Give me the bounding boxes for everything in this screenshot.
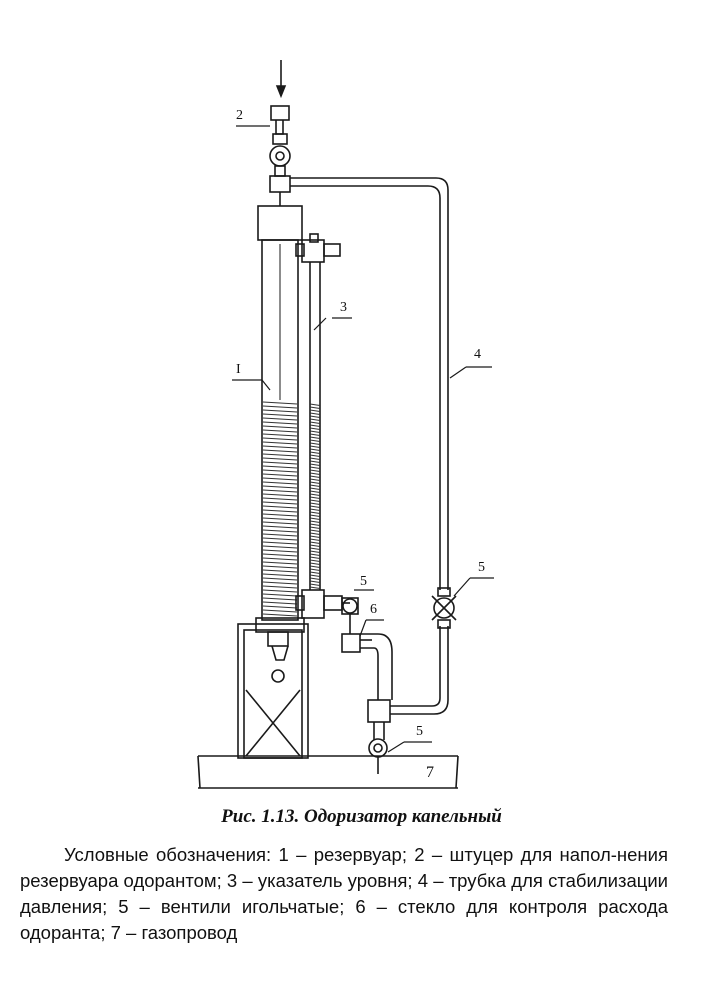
filling-fitting	[269, 105, 291, 206]
needle-valve-tube	[431, 587, 457, 629]
label-6: 6	[370, 602, 377, 617]
inlet-arrow-icon	[275, 60, 287, 99]
needle-valve-upper	[341, 597, 359, 634]
level-indicator	[295, 233, 350, 619]
sight-glass	[341, 633, 393, 700]
label-5-indicator: 5	[360, 574, 367, 589]
label-2: 2	[236, 108, 243, 123]
gas-pipeline	[197, 755, 459, 789]
figure-caption: Рис. 1.13. Одоризатор капельный	[221, 806, 502, 827]
label-5-tube: 5	[478, 560, 485, 575]
support-stand	[237, 623, 309, 759]
figure-legend: Условные обозначения: 1 – резервуар; 2 –…	[20, 844, 668, 943]
label-7: 7	[426, 764, 434, 781]
label-3: 3	[340, 300, 347, 315]
label-5-outlet: 5	[416, 724, 423, 739]
label-4: 4	[474, 347, 481, 362]
label-1: I	[236, 362, 241, 377]
pressure-stabilization-tube	[290, 177, 449, 715]
reservoir	[255, 205, 305, 633]
leader-lines	[232, 125, 494, 753]
outlet-pipe	[367, 699, 391, 774]
